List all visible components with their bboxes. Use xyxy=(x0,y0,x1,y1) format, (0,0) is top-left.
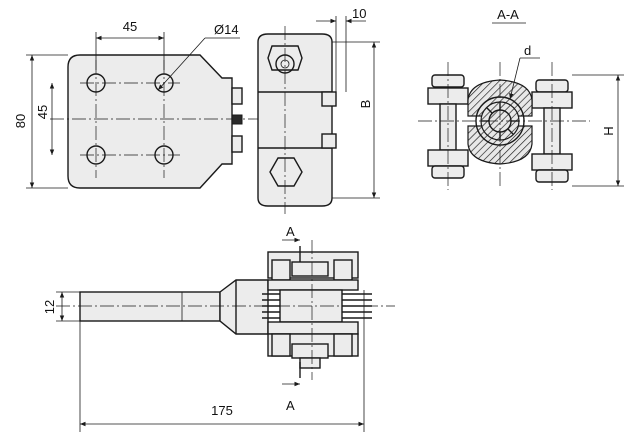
plan-nut-tr xyxy=(333,259,353,281)
plan-lower-body xyxy=(267,321,359,335)
round-rod xyxy=(79,291,221,322)
plan-nut-bl xyxy=(271,333,291,357)
top-nut xyxy=(267,45,303,71)
plan-upper-body xyxy=(267,279,359,291)
dim-80-label: 80 xyxy=(13,114,28,128)
dim-12-label: 12 xyxy=(42,300,57,314)
bolt-stub-upper xyxy=(231,87,243,105)
dim-dia14-label: Ø14 xyxy=(214,22,239,37)
dim-dia14-leader xyxy=(157,37,206,91)
conductor-end xyxy=(231,114,243,125)
dim-d-label: d xyxy=(524,43,531,58)
plan-bolt-end xyxy=(299,357,321,369)
side-stud-upper xyxy=(321,91,337,107)
section-view: A-A xyxy=(418,7,624,190)
bottom-nut xyxy=(269,157,303,187)
dim-175-label: 175 xyxy=(211,403,233,418)
plan-view: A A 12 175 xyxy=(42,224,395,432)
plan-nut-br xyxy=(333,333,353,357)
dim-b-label: B xyxy=(358,100,373,109)
section-title: A-A xyxy=(497,7,519,22)
rod-taper xyxy=(219,279,269,335)
plan-bottom-bolt-head xyxy=(291,343,329,359)
dim-h-label: H xyxy=(601,126,616,135)
section-marker-bottom: A xyxy=(286,398,295,413)
front-view: 45 Ø14 80 45 10 B xyxy=(13,6,380,214)
dim-10-label: 10 xyxy=(352,6,366,21)
plan-nut-tl xyxy=(271,259,291,281)
dim-45h-label: 45 xyxy=(123,19,137,34)
bolt-stub-lower xyxy=(231,135,243,153)
dim-d-leader xyxy=(509,57,521,100)
plan-top-bolt-head xyxy=(291,261,329,277)
dim-45v-label: 45 xyxy=(35,105,50,119)
side-stud-lower xyxy=(321,133,337,149)
section-marker-top: A xyxy=(286,224,295,239)
